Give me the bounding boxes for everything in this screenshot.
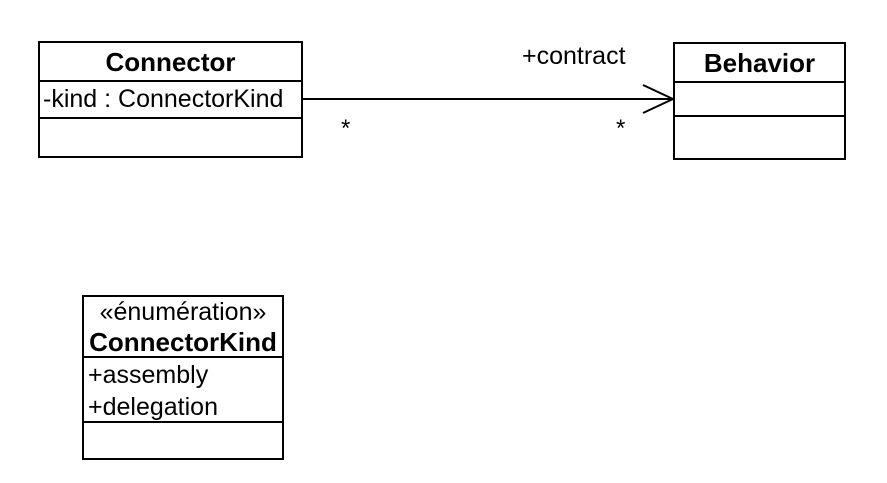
class-connector-attribute-kind: -kind : ConnectorKind	[40, 82, 301, 119]
class-behavior-attributes-empty	[675, 83, 844, 117]
enumeration-literal-delegation: +delegation	[88, 393, 218, 421]
association-label-contract: +contract	[522, 42, 626, 70]
enumeration-literal-assembly: +assembly	[88, 361, 209, 389]
class-behavior-operations-empty	[675, 117, 844, 158]
enumeration-header: «énumération» ConnectorKind	[84, 297, 282, 358]
class-behavior-title: Behavior	[675, 44, 844, 83]
enumeration-empty-compartment	[84, 423, 282, 458]
class-connector-operations-empty	[40, 119, 301, 156]
association-arrow	[303, 84, 674, 114]
enumeration-literals: +assembly +delegation	[84, 358, 282, 423]
class-connector-title: Connector	[40, 43, 301, 82]
enumeration-stereotype: «énumération»	[99, 297, 267, 326]
class-box-connector: Connector -kind : ConnectorKind	[38, 41, 303, 158]
arrowhead-upper-wing	[642, 84, 674, 100]
target-multiplicity: *	[616, 115, 626, 142]
enumeration-title: ConnectorKind	[89, 326, 277, 357]
arrowhead-lower-wing	[642, 98, 674, 114]
class-box-behavior: Behavior	[673, 42, 846, 160]
source-multiplicity: *	[341, 115, 351, 142]
enumeration-box-connectorkind: «énumération» ConnectorKind +assembly +d…	[82, 295, 284, 460]
